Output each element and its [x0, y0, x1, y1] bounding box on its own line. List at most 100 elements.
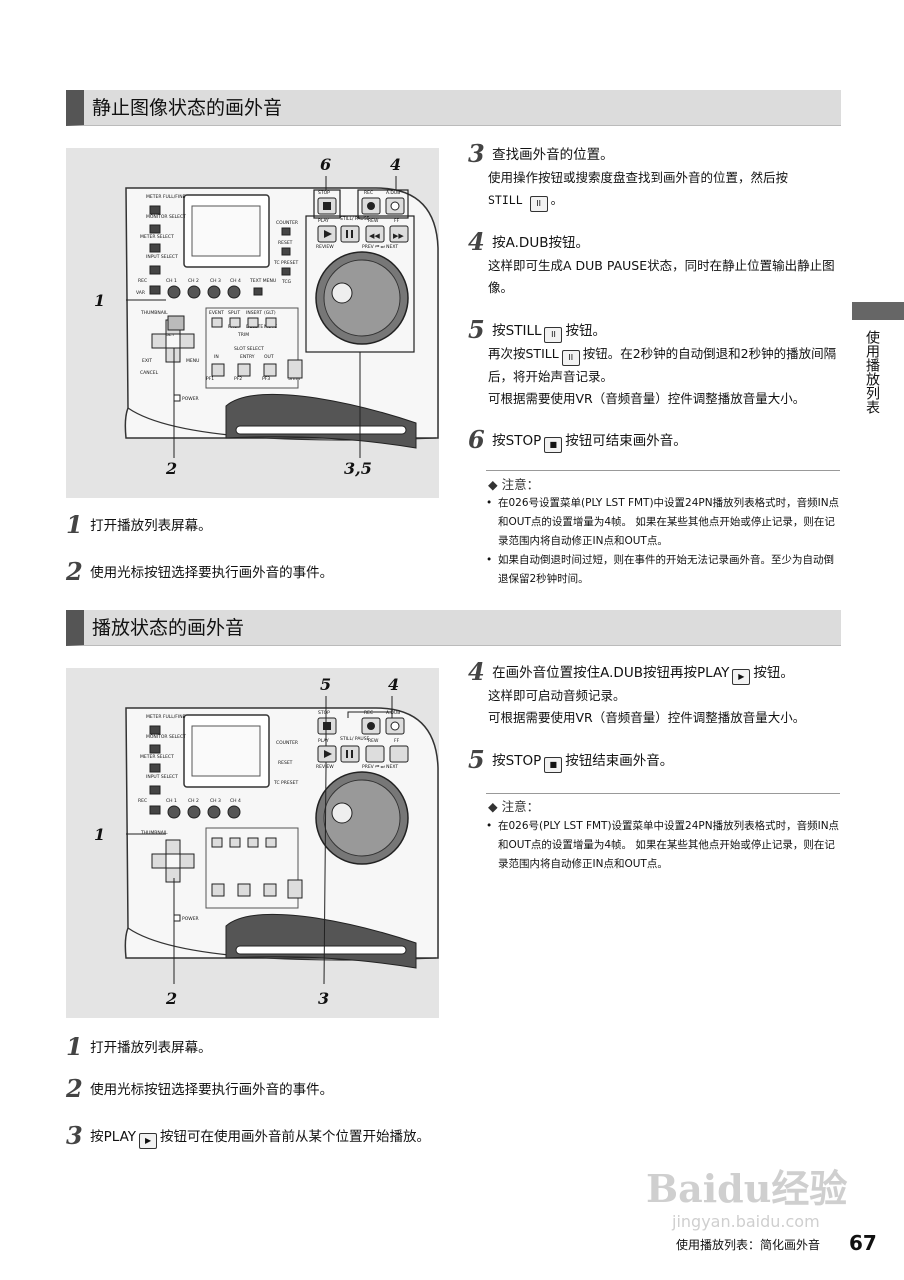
- label-ch2: CH 2: [188, 278, 199, 284]
- side-tab-marker: [852, 302, 904, 320]
- callout-4: 4: [388, 675, 399, 694]
- label-play: PLAY: [318, 738, 329, 744]
- device-panel-figure-1: METER FULL/FINE MONITOR SELECT METER SEL…: [66, 148, 439, 498]
- label-rec: REC: [138, 278, 147, 284]
- label-rew: REW: [368, 218, 379, 224]
- label-rec: REC: [138, 798, 147, 804]
- step-4-lower: 4 在画外音位置按住A.DUB按钮再按PLAY▶按钮。 这样即可启动音频记录。 …: [468, 657, 806, 726]
- label-ch4: CH 4: [230, 278, 241, 284]
- stop-key-icon: ■: [544, 437, 563, 453]
- label-reset: RESET: [278, 240, 293, 246]
- device-panel-illustration: METER FULL/FINE MONITOR SELECT METER SEL…: [94, 675, 439, 1008]
- callout-1: 1: [94, 825, 105, 844]
- callout-5: 5: [320, 675, 331, 694]
- label-rec-btn: REC: [364, 190, 373, 196]
- callout-6: 6: [320, 155, 331, 174]
- label-monitor: MONITOR SELECT: [146, 214, 186, 220]
- label-out: OUT: [264, 354, 274, 360]
- label-tc-preset: TC PRESET: [273, 780, 298, 786]
- callout-3-5: 3,5: [344, 459, 372, 478]
- label-meter-select: METER SELECT: [140, 754, 174, 760]
- note-item: 如果自动倒退时间过短，则在事件的开始无法记录画外音。至少为自动倒退保留2秒钟时间…: [486, 551, 840, 589]
- label-thumbnail: THUMBNAIL: [140, 830, 168, 836]
- label-counter: COUNTER: [276, 740, 298, 746]
- label-adub: A.DUB: [386, 190, 400, 196]
- label-shift: SHIFT: [288, 376, 301, 382]
- label-entry: ENTRY: [240, 354, 255, 360]
- label-adub: A.DUB: [386, 710, 400, 716]
- note-divider-1: [486, 470, 840, 471]
- label-play: PLAY: [318, 218, 329, 224]
- rew-icon: ◀◀: [369, 232, 380, 240]
- side-tab-label: 使用播放列表: [864, 330, 880, 414]
- label-rew: REW: [368, 738, 379, 744]
- label-pf1: PF1: [206, 376, 214, 382]
- label-prev-next: PREV ⏮ ⏭ NEXT: [362, 764, 398, 770]
- label-prev-next: PREV ⏮ ⏭ NEXT: [362, 244, 398, 250]
- label-tcg: TCG: [281, 279, 292, 285]
- step-6-upper: 6 按STOP■按钮可结束画外音。: [468, 425, 687, 454]
- note-item: 在026号(PLY LST FMT)设置菜单中设置24PN播放列表格式时，音频I…: [486, 817, 840, 874]
- stop-key-icon: ■: [544, 757, 563, 773]
- section-title-playback: 播放状态的画外音: [66, 610, 841, 646]
- note-item: 在026号设置菜单(PLY LST FMT)中设置24PN播放列表格式时，音频I…: [486, 494, 840, 551]
- label-in: IN: [214, 354, 219, 360]
- callout-1: 1: [94, 291, 105, 310]
- label-still: STILL/ PAUSE: [340, 216, 370, 222]
- label-input-select: INPUT SELECT: [146, 254, 178, 260]
- label-power: POWER: [182, 916, 199, 922]
- label-ch1: CH 1: [166, 278, 177, 284]
- label-stop: STOP: [318, 190, 330, 196]
- label-ch1: CH 1: [166, 798, 177, 804]
- still-pause-key-icon: II: [529, 196, 548, 212]
- ff-icon: ▶▶: [393, 232, 404, 240]
- label-ch3: CH 3: [210, 278, 221, 284]
- label-menu: MENU: [186, 358, 199, 364]
- label-event: EVENT: [209, 310, 224, 316]
- label-review: REVIEW: [316, 244, 334, 250]
- label-ff: FF: [394, 218, 400, 224]
- note-heading-1: ◆ 注意：: [488, 477, 540, 492]
- callout-4: 4: [390, 155, 401, 174]
- step-2-lower: 2 使用光标按钮选择要执行画外音的事件。: [66, 1074, 334, 1103]
- label-set: SET: [166, 332, 175, 338]
- label-pf3: PF3: [262, 376, 270, 382]
- device-panel-illustration: METER FULL/FINE MONITOR SELECT METER SEL…: [94, 155, 439, 478]
- label-glt: (GLT): [264, 310, 276, 316]
- device-panel-figure-2: METER FULL/FINE MONITOR SELECT METER SEL…: [66, 668, 439, 1018]
- step-1-upper: 1 打开播放列表屏幕。: [66, 510, 212, 539]
- play-key-icon: ▶: [732, 669, 751, 685]
- label-still: STILL/ PAUSE: [340, 736, 370, 742]
- label-insert: INSERT: [246, 310, 262, 316]
- label-stop: STOP: [318, 710, 330, 716]
- label-ch2: CH 2: [188, 798, 199, 804]
- label-review: REVIEW: [316, 764, 334, 770]
- callout-3: 3: [318, 989, 329, 1008]
- step-3-upper: 3 查找画外音的位置。 使用操作按钮或搜索度盘查找到画外音的位置，然后按 STI…: [468, 142, 840, 212]
- watermark-logo: Baidu经验: [646, 1166, 848, 1211]
- note-divider-2: [486, 793, 840, 794]
- label-exit: EXIT: [142, 358, 152, 364]
- label-trim: TRIM: [237, 332, 249, 338]
- still-pause-key-icon: II: [561, 350, 580, 366]
- label-ff: FF: [394, 738, 400, 744]
- section-title-still: 静止图像状态的画外音: [66, 90, 841, 126]
- label-var: VAR: [136, 290, 145, 296]
- label-meter: METER FULL/FINE: [146, 194, 186, 200]
- label-ch4: CH 4: [230, 798, 241, 804]
- still-pause-key-icon: II: [544, 327, 563, 343]
- step-3-lower: 3 按PLAY▶按钮可在使用画外音前从某个位置开始播放。: [66, 1121, 431, 1150]
- label-thumbnail: THUMBNAIL: [140, 310, 168, 316]
- note-list-2: 在026号(PLY LST FMT)设置菜单中设置24PN播放列表格式时，音频I…: [486, 817, 840, 874]
- note-heading-2: ◆ 注意：: [488, 799, 540, 814]
- play-key-icon: ▶: [139, 1133, 158, 1149]
- callout-2: 2: [165, 459, 177, 478]
- watermark-url: jingyan.baidu.com: [672, 1212, 820, 1231]
- page-number: 67: [849, 1231, 877, 1255]
- label-cancel: CANCEL: [140, 370, 159, 376]
- step-1-lower: 1 打开播放列表屏幕。: [66, 1032, 212, 1061]
- callout-2: 2: [165, 989, 177, 1008]
- label-rec-btn: REC: [364, 710, 373, 716]
- step-2-upper: 2 使用光标按钮选择要执行画外音的事件。: [66, 557, 334, 586]
- label-slot-select: SLOT SELECT: [234, 346, 264, 352]
